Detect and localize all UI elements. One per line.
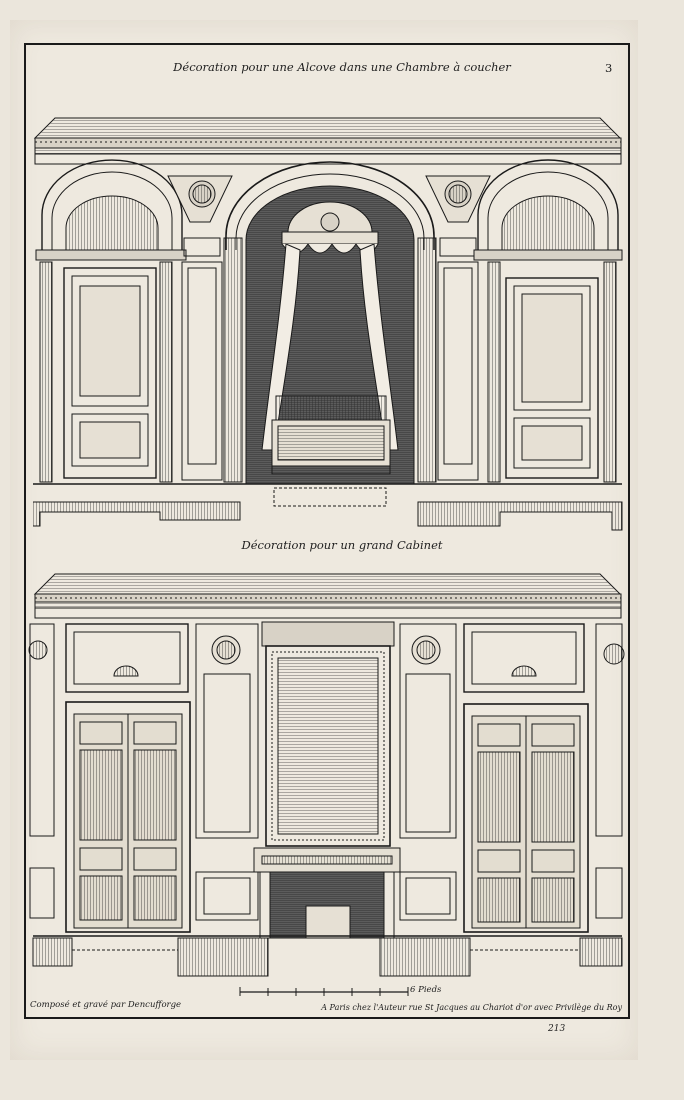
lower-left-overdoor	[65, 623, 189, 693]
upper-elevation	[33, 117, 623, 531]
upper-plate-title: Décoration pour une Alcove dans une Cham…	[173, 60, 511, 74]
upper-cornice	[33, 117, 622, 165]
lower-right-pilaster	[595, 623, 625, 919]
upper-left-pier	[181, 237, 243, 483]
engraver-credit: Composé et gravé par Dencufforge	[30, 1000, 182, 1010]
plate-number: 3	[605, 61, 613, 75]
lower-cornice	[33, 573, 622, 619]
lower-fireplace	[253, 847, 401, 939]
upper-right-pier	[417, 237, 479, 483]
lower-left-double-door	[65, 701, 191, 933]
lower-right-overdoor	[463, 623, 585, 693]
folio-number: 213	[548, 1024, 566, 1034]
lower-rosette-panel-right	[399, 623, 457, 921]
lower-mirror	[261, 621, 395, 847]
lower-elevation	[28, 573, 625, 996]
upper-right-door	[505, 277, 599, 479]
scale-bar	[239, 987, 409, 996]
medallion-right	[425, 175, 491, 223]
upper-floor-plan	[33, 487, 623, 531]
publisher-credit: A Paris chez l'Auteur rue St Jacques au …	[321, 1003, 622, 1012]
medallion-left	[167, 175, 233, 223]
bed-canopy	[261, 201, 399, 451]
lower-rosette-panel-left	[195, 623, 259, 921]
upper-right-bay	[473, 159, 623, 483]
plate-border	[24, 43, 630, 1019]
lower-floor-plan	[32, 937, 623, 977]
lower-plate-title: Décoration pour un grand Cabinet	[241, 538, 443, 552]
lower-right-double-door	[463, 703, 589, 933]
scale-label: 6 Pieds	[410, 985, 442, 995]
bed	[271, 395, 391, 475]
lower-left-pilaster	[28, 623, 55, 919]
upper-left-door	[63, 267, 157, 479]
